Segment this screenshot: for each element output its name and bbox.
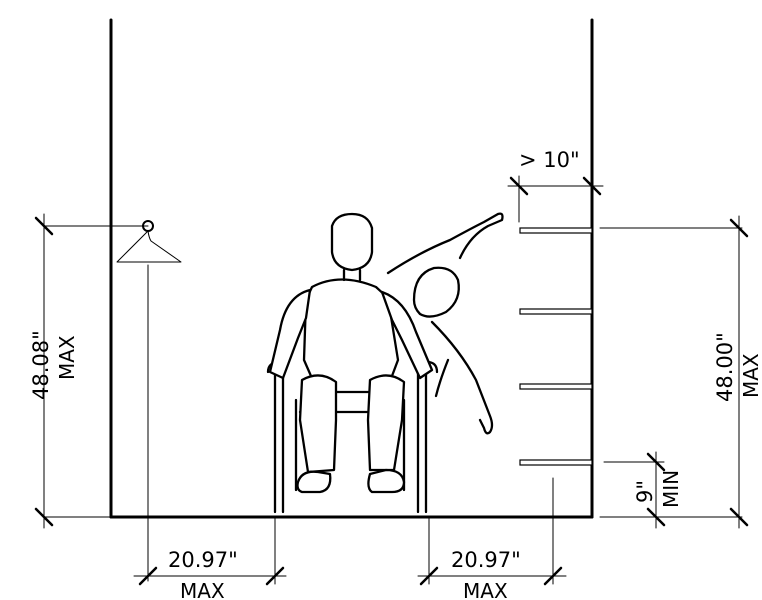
tick-mark (729, 218, 749, 238)
shelf-bottom (519, 459, 593, 466)
shelf-2 (519, 308, 593, 315)
tick-mark (543, 566, 563, 586)
wheelchair-frame (294, 398, 406, 492)
hanger-height-value: 48.08" (29, 330, 53, 400)
head (330, 212, 374, 272)
bottom-shelf-dimension: 9" MIN (603, 451, 683, 529)
coat-hanger (116, 220, 182, 582)
tick-mark (138, 566, 158, 586)
shelf-height-qualifier: MAX (739, 353, 762, 398)
hanger-height-dimension: 48.08" MAX (29, 213, 149, 529)
left-leg (298, 374, 338, 474)
right-clearance-dimension: 20.97" MAX (417, 477, 567, 600)
shelf-top (519, 227, 593, 234)
reaching-figure-head (412, 266, 460, 318)
tick-mark (265, 566, 285, 586)
tick-mark (509, 176, 529, 196)
hanger-height-qualifier: MAX (55, 335, 79, 380)
tick-mark (419, 566, 439, 586)
wheelchair-right-wheel (416, 370, 428, 514)
reaching-body-outline (430, 320, 494, 435)
reach-depth-dimension: > 10" (507, 148, 604, 223)
tick-mark (582, 176, 602, 196)
right-leg (366, 374, 406, 472)
tick-mark (34, 216, 54, 236)
left-clearance-value: 20.97" (168, 548, 238, 572)
shelf-3 (519, 383, 593, 390)
right-foot (367, 468, 406, 494)
tick-mark (646, 452, 666, 472)
closet-enclosure (109, 18, 594, 519)
left-clearance-dimension: 20.97" MAX (133, 516, 287, 600)
bottom-shelf-qualifier: MIN (659, 470, 683, 508)
shelves (519, 227, 593, 466)
hanger-icon (116, 230, 182, 263)
left-clearance-qualifier: MAX (180, 579, 225, 600)
left-foot (296, 470, 332, 494)
wheelchair-left-wheel (273, 370, 285, 514)
left-arm (268, 288, 312, 380)
tick-mark (646, 507, 666, 527)
right-clearance-qualifier: MAX (463, 579, 508, 600)
tick-mark (729, 507, 749, 527)
raised-reaching-arm (386, 212, 504, 275)
reach-depth-value: > 10" (519, 148, 580, 172)
shelf-height-value: 48.00" (713, 332, 737, 402)
right-clearance-value: 20.97" (451, 548, 521, 572)
shelf-height-dimension: 48.00" MAX (599, 215, 762, 529)
right-arm (380, 290, 434, 380)
neck (342, 268, 362, 282)
tick-mark (34, 507, 54, 527)
wheelchair-user-figure (266, 212, 504, 514)
bottom-shelf-value: 9" (633, 480, 657, 503)
